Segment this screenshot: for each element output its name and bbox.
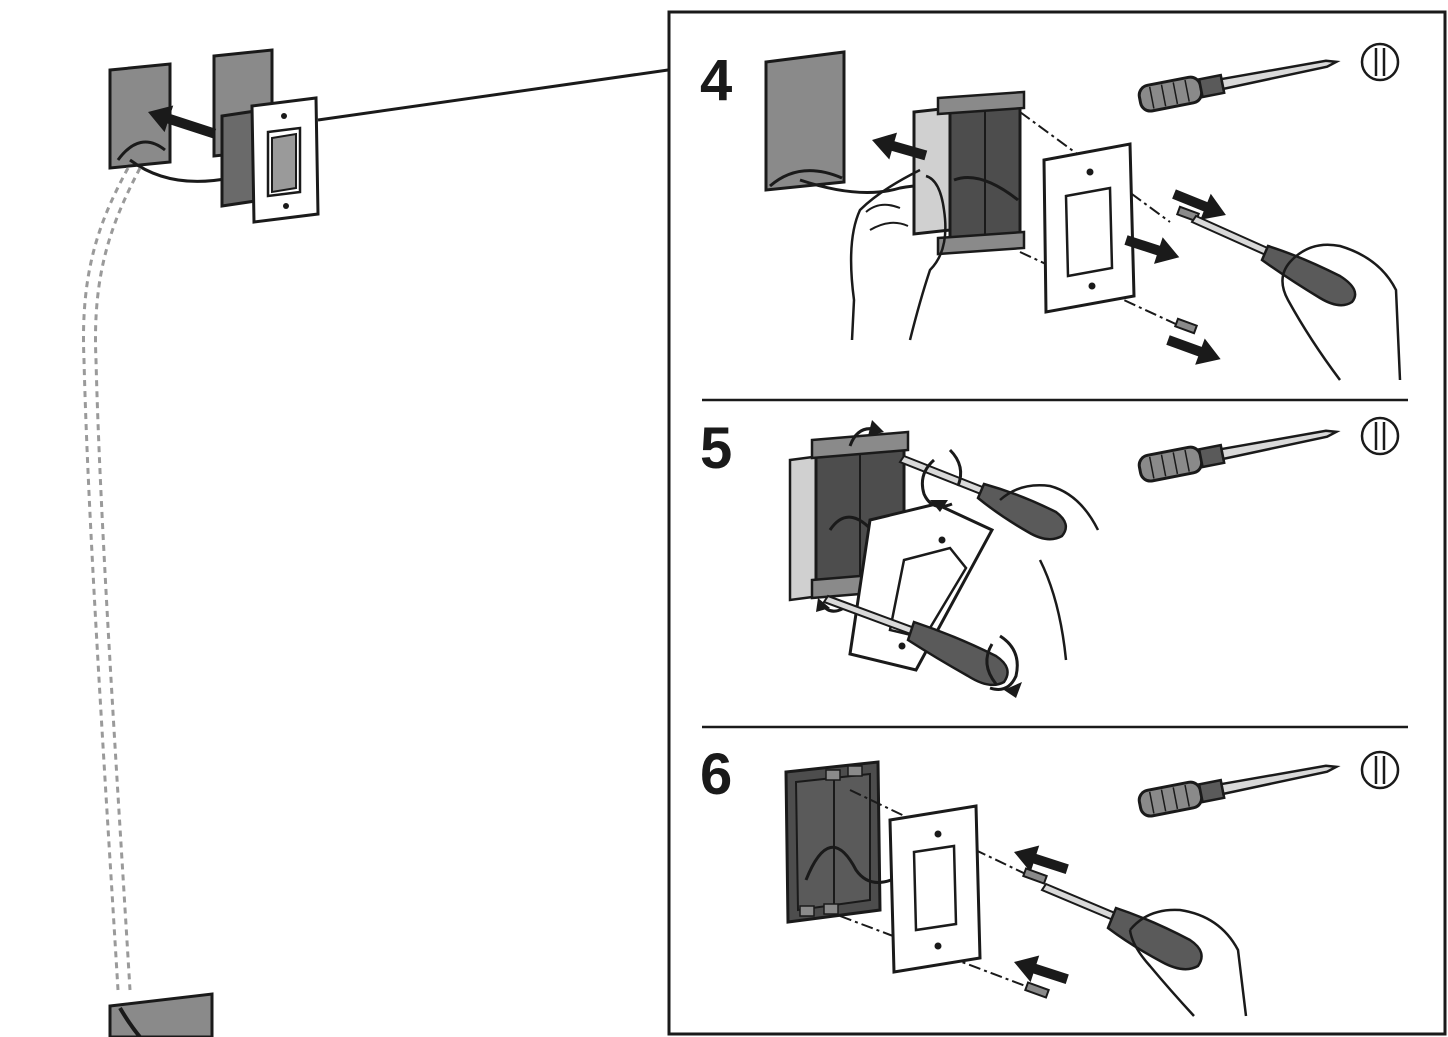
cover-plate [1042, 142, 1136, 314]
screwdriver-in-hand [898, 454, 1100, 661]
step-6: 6 [700, 742, 1400, 1017]
screwdriver-in-hand [1040, 882, 1248, 1017]
step-5: 5 [700, 416, 1400, 698]
wall-opening-bottom [108, 992, 214, 1037]
wall-opening [764, 50, 846, 192]
step-number: 6 [700, 742, 732, 807]
step-number: 4 [700, 48, 732, 113]
cover-plate [888, 804, 982, 974]
cover-plate [848, 502, 995, 672]
screw [1022, 867, 1048, 885]
screwdriver-in-hand [1190, 214, 1402, 381]
rotate-arrow [989, 634, 1019, 691]
overview-illustration [82, 48, 669, 1037]
step-number: 5 [700, 416, 732, 481]
screw [1173, 205, 1201, 335]
old-work-box [784, 760, 897, 924]
screwdriver-in-hand [822, 594, 1009, 687]
flathead-slot-icon [1360, 416, 1400, 456]
wire [129, 158, 231, 183]
insert-arrow [148, 105, 217, 139]
wall-opening [108, 62, 172, 170]
hand [849, 168, 947, 341]
screw [1024, 981, 1050, 999]
hidden-cable [82, 167, 142, 991]
step-4: 4 [700, 42, 1402, 381]
flathead-slot-icon [1360, 42, 1400, 82]
cover-plate [250, 96, 320, 224]
flathead-slot-icon [1360, 750, 1400, 790]
callout-line [317, 68, 669, 122]
old-work-box [912, 90, 1026, 256]
